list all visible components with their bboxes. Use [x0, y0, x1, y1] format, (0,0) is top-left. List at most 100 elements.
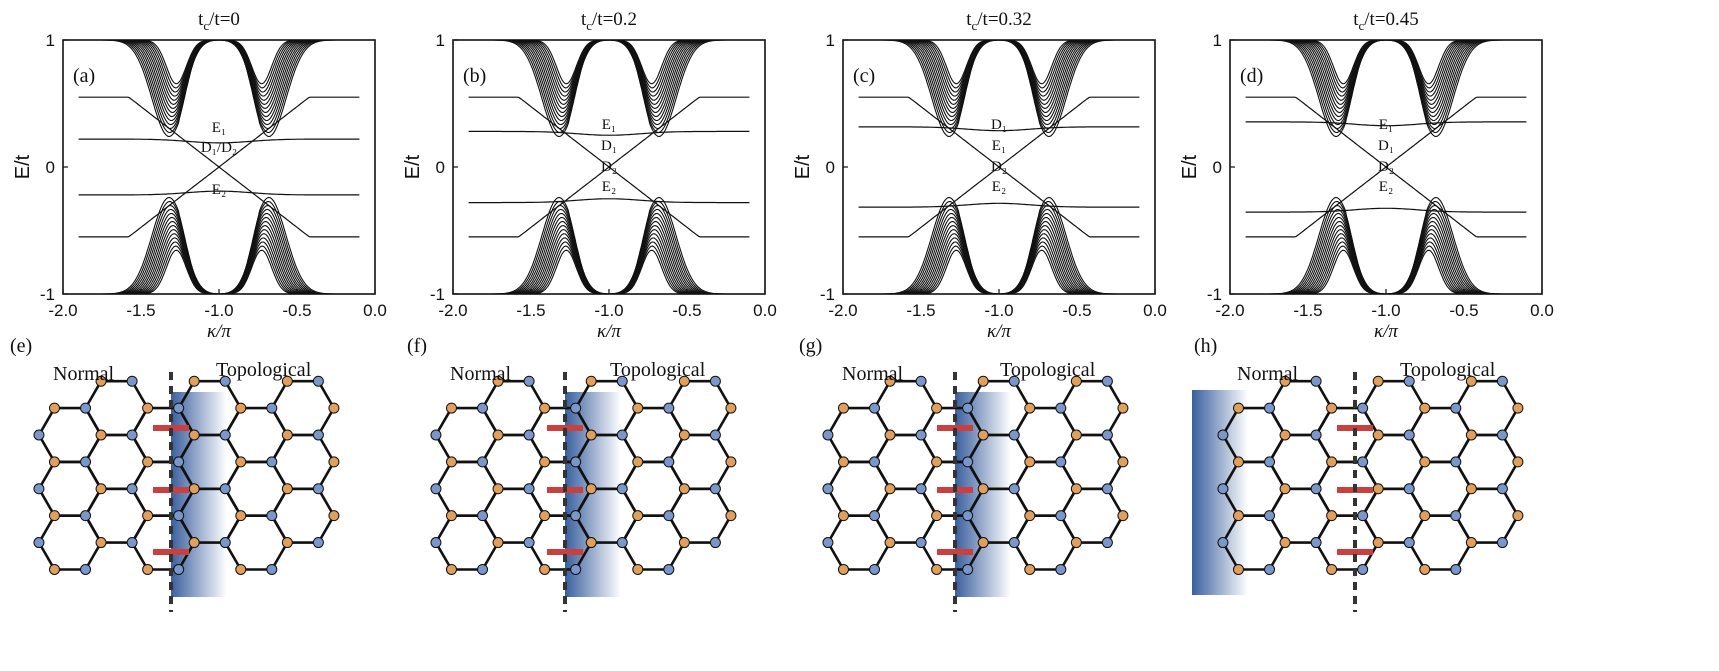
y-tick-label: -1 [1207, 285, 1222, 304]
topological-region-label: Topological [216, 359, 312, 381]
y-tick-label: 1 [46, 31, 55, 50]
lattice-sites [430, 375, 737, 575]
blue-site [1055, 456, 1067, 468]
blue-site [663, 563, 675, 575]
band-curve [63, 208, 375, 294]
band-curve [63, 216, 375, 294]
band-curve [453, 40, 765, 114]
blue-site [80, 510, 92, 522]
band-curve [843, 204, 1155, 294]
topological-region-label: Topological [610, 359, 706, 381]
state-label: D₂ [991, 159, 1007, 175]
orange-site [725, 402, 737, 414]
band-curve [63, 241, 375, 294]
blue-site [1450, 456, 1462, 468]
blue-site [477, 510, 489, 522]
band-curve [453, 40, 765, 101]
orange-site [188, 375, 200, 387]
orange-site [1326, 563, 1338, 575]
band-curve [453, 245, 765, 294]
blue-site [1357, 510, 1369, 522]
band-curve [1230, 40, 1542, 93]
hexagon-bond [223, 460, 289, 517]
band-curve [1230, 40, 1542, 89]
blue-site [663, 456, 675, 468]
orange-site [977, 429, 989, 441]
y-axis-label: E/t [1179, 154, 1201, 179]
orange-site [678, 537, 690, 549]
state-label: D₁ [1378, 138, 1394, 154]
band-curve [1230, 229, 1542, 294]
band-curve [843, 40, 1155, 130]
hexagon-bond [1454, 379, 1520, 437]
x-axis-label: κ/π [207, 321, 231, 342]
band-curve [1230, 200, 1542, 294]
blue-site [1450, 563, 1462, 575]
orange-site [884, 483, 896, 495]
orange-site [725, 510, 737, 522]
orange-site [585, 375, 597, 387]
blue-site [1357, 402, 1369, 414]
blue-site [663, 510, 675, 522]
band-curve [843, 237, 1155, 294]
orange-site [1465, 429, 1477, 441]
blue-site [219, 483, 231, 495]
band-curve [843, 40, 1155, 105]
band-curve [453, 225, 765, 294]
orange-site [492, 537, 504, 549]
hexagon-bond [83, 487, 150, 544]
blue-site [1357, 456, 1369, 468]
blue-site [173, 456, 185, 468]
panel-label: (d) [1240, 65, 1263, 87]
orange-site [632, 563, 644, 575]
hexagon-bond [1059, 433, 1125, 491]
orange-site [585, 429, 597, 441]
band-curve [453, 40, 765, 85]
band-curve [453, 40, 765, 93]
orange-site [188, 429, 200, 441]
y-tick-label: -1 [430, 285, 445, 304]
orange-site [142, 563, 154, 575]
band-curve [843, 40, 1155, 97]
orange-site [1232, 563, 1244, 575]
plot-title: tc/t=0.45 [1353, 9, 1419, 33]
orange-site [1372, 537, 1384, 549]
hexagon-bond [1454, 433, 1520, 491]
orange-site [1372, 429, 1384, 441]
blue-site [266, 456, 278, 468]
blue-site [709, 483, 721, 495]
blue-site [1450, 510, 1462, 522]
blue-site [80, 456, 92, 468]
hexagon-bond [1267, 379, 1334, 437]
band-curve [843, 245, 1155, 294]
x-tick-label: -1.0 [594, 301, 623, 320]
state-label: E₂ [212, 182, 226, 198]
orange-site [1117, 402, 1129, 414]
band-curve [453, 212, 765, 294]
topological-region-label: Topological [1000, 359, 1096, 381]
blue-site [430, 537, 442, 549]
hexagon-bond [83, 433, 150, 491]
band-curve [843, 40, 1155, 122]
blue-site [822, 483, 834, 495]
x-tick-label: -1.0 [984, 301, 1013, 320]
orange-site [678, 429, 690, 441]
x-tick-label: -0.5 [1062, 301, 1091, 320]
x-tick-label: 0.0 [753, 301, 777, 320]
hexagon-bond [1012, 514, 1078, 571]
orange-site [235, 402, 247, 414]
band-curve [1230, 208, 1542, 294]
y-tick-label: 1 [1213, 31, 1222, 50]
blue-site [1264, 456, 1276, 468]
x-tick-label: -0.5 [672, 301, 701, 320]
orange-site [1419, 456, 1431, 468]
edge-state-e2 [468, 198, 750, 204]
band-curve [63, 40, 375, 105]
orange-site [977, 375, 989, 387]
orange-site [632, 402, 644, 414]
band-curve [453, 237, 765, 294]
panel-label: (e) [10, 335, 32, 357]
orange-site [1419, 563, 1431, 575]
